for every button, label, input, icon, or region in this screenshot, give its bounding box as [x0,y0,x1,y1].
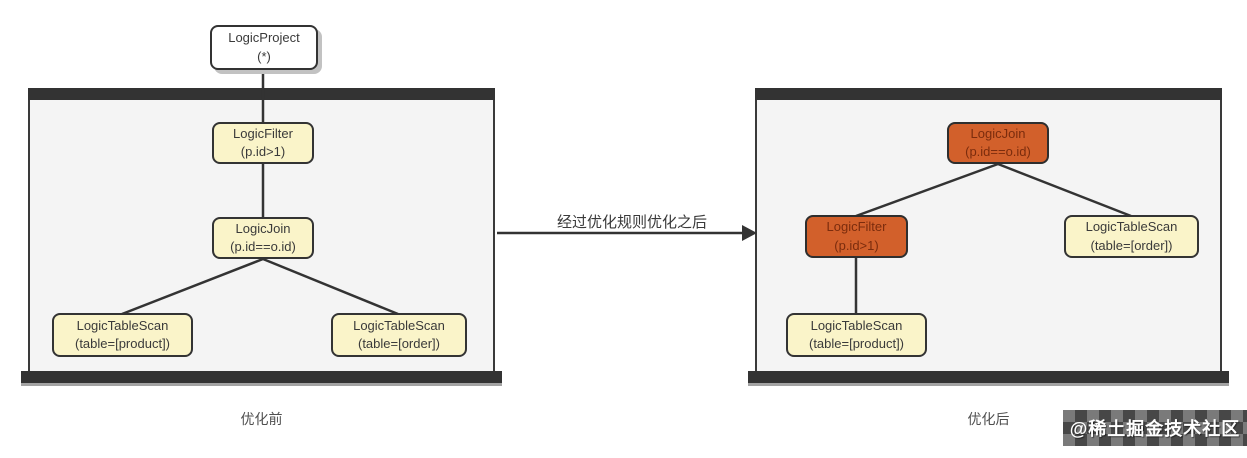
node-subtitle: (table=[order]) [1090,237,1173,253]
panel-after-bottom-bar [748,371,1229,383]
node-subtitle: (table=[product]) [74,336,171,351]
panel-after-caption: 优化后 [967,411,1010,427]
arrow-right-icon [742,225,757,241]
edge-join-order-after [997,162,1132,218]
node-title: LogicJoin [970,125,1026,141]
node-title: LogicTableScan [353,317,445,333]
node-after-logicjoin: LogicJoin (p.id==o.id) [947,122,1049,164]
node-title: LogicTableScan [76,317,169,333]
edge-join-filter-after [855,162,999,218]
node-title: LogicProject [228,30,300,46]
node-subtitle: (p.id>1) [834,237,879,253]
node-subtitle: (table=[product]) [808,336,905,351]
node-before-tablescan-product: LogicTableScan (table=[product]) [52,313,193,357]
transform-arrow-label: 经过优化规则优化之后 [556,214,707,231]
panel-after-top-bar [755,88,1222,100]
node-title: LogicFilter [826,219,887,235]
node-subtitle: (table=[order]) [357,336,440,351]
node-before-logicfilter: LogicFilter (p.id>1) [212,122,314,164]
panel-before-caption: 优化前 [240,411,283,427]
node-after-tablescan-product: LogicTableScan (table=[product]) [786,313,927,357]
node-subtitle: (p.id==o.id) [230,239,296,254]
edge-join-product [121,257,264,316]
node-before-logicjoin: LogicJoin (p.id==o.id) [212,217,314,259]
node-title: LogicFilter [233,125,293,141]
node-subtitle: (*) [257,48,271,64]
watermark: @稀土掘金技术社区 [1063,410,1247,446]
edge-join-order [262,257,399,316]
node-after-tablescan-order: LogicTableScan (table=[order]) [1064,215,1199,258]
panel-before-bottom-bar [21,371,502,383]
node-before-tablescan-order: LogicTableScan (table=[order]) [331,313,467,357]
panel-before-top-bar [28,88,495,100]
node-subtitle: (p.id==o.id) [965,144,1031,159]
node-subtitle: (p.id>1) [240,144,286,159]
node-title: LogicJoin [235,220,291,236]
node-logicproject: LogicProject (*) [210,25,318,70]
node-after-logicfilter: LogicFilter (p.id>1) [805,215,908,258]
node-title: LogicTableScan [1085,219,1178,235]
node-title: LogicTableScan [810,317,903,333]
